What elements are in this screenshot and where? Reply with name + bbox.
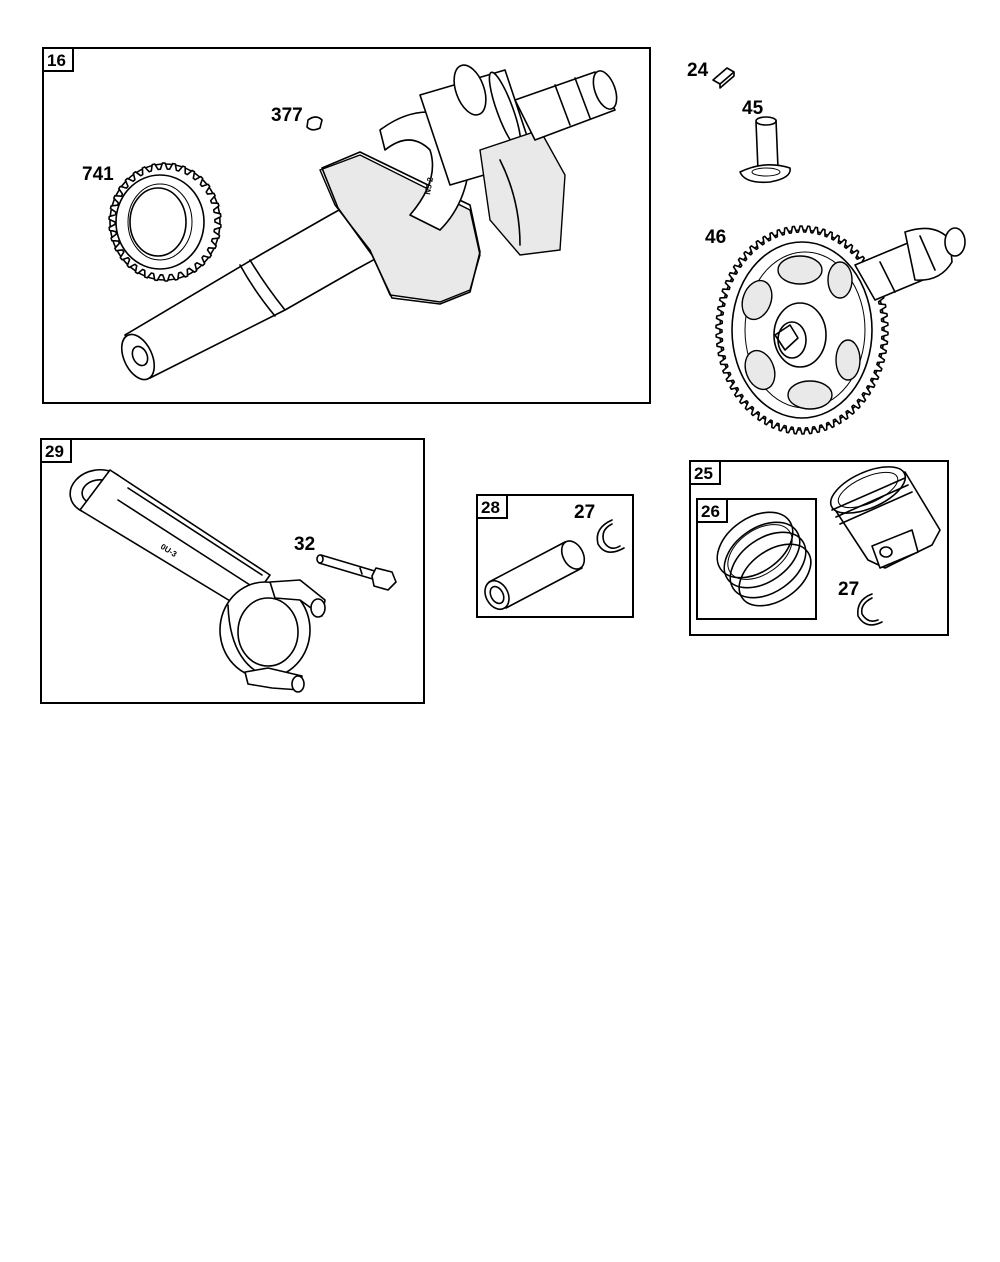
group-tag-28: 28 <box>481 498 500 517</box>
callout-24: 24 <box>687 60 709 81</box>
crankshaft-gear-illustration <box>108 162 222 282</box>
group-tag-26: 26 <box>701 502 720 521</box>
crankshaft-illustration: N5-2 <box>120 64 618 381</box>
callout-32: 32 <box>294 534 315 555</box>
callout-27-a: 27 <box>574 502 595 523</box>
piston-group-frame: 25 <box>689 460 949 636</box>
piston-pin-group-frame: 28 <box>476 494 634 618</box>
connecting-rod-bolt-illustration <box>316 554 397 591</box>
group-tag-25: 25 <box>694 464 713 483</box>
connecting-rod-group-frame: 29 <box>40 438 425 704</box>
callout-377: 377 <box>271 105 303 126</box>
crankshaft-group-frame: 16 <box>42 47 651 404</box>
piston-pin-retainer-2-illustration <box>856 593 883 626</box>
crankshaft-key-illustration <box>306 116 323 131</box>
ring-set-group-frame: 26 <box>696 498 817 620</box>
callout-46: 46 <box>705 227 726 248</box>
callout-741: 741 <box>82 164 114 185</box>
cam-key-illustration <box>712 67 735 89</box>
piston-pin-retainer-illustration <box>596 519 625 553</box>
valve-tappet-illustration <box>739 116 791 184</box>
group-tag-16: 16 <box>47 51 66 70</box>
group-tag-29: 29 <box>45 442 64 461</box>
connecting-rod-illustration: 0U-3 <box>69 468 326 693</box>
piston-illustration <box>829 466 941 569</box>
callout-45: 45 <box>742 98 764 119</box>
camshaft-illustration <box>715 225 966 435</box>
callout-27-b: 27 <box>838 579 859 600</box>
piston-pin-illustration <box>484 540 586 611</box>
piston-ring-set-illustration <box>716 511 812 607</box>
svg-text:N5-2: N5-2 <box>423 176 435 195</box>
